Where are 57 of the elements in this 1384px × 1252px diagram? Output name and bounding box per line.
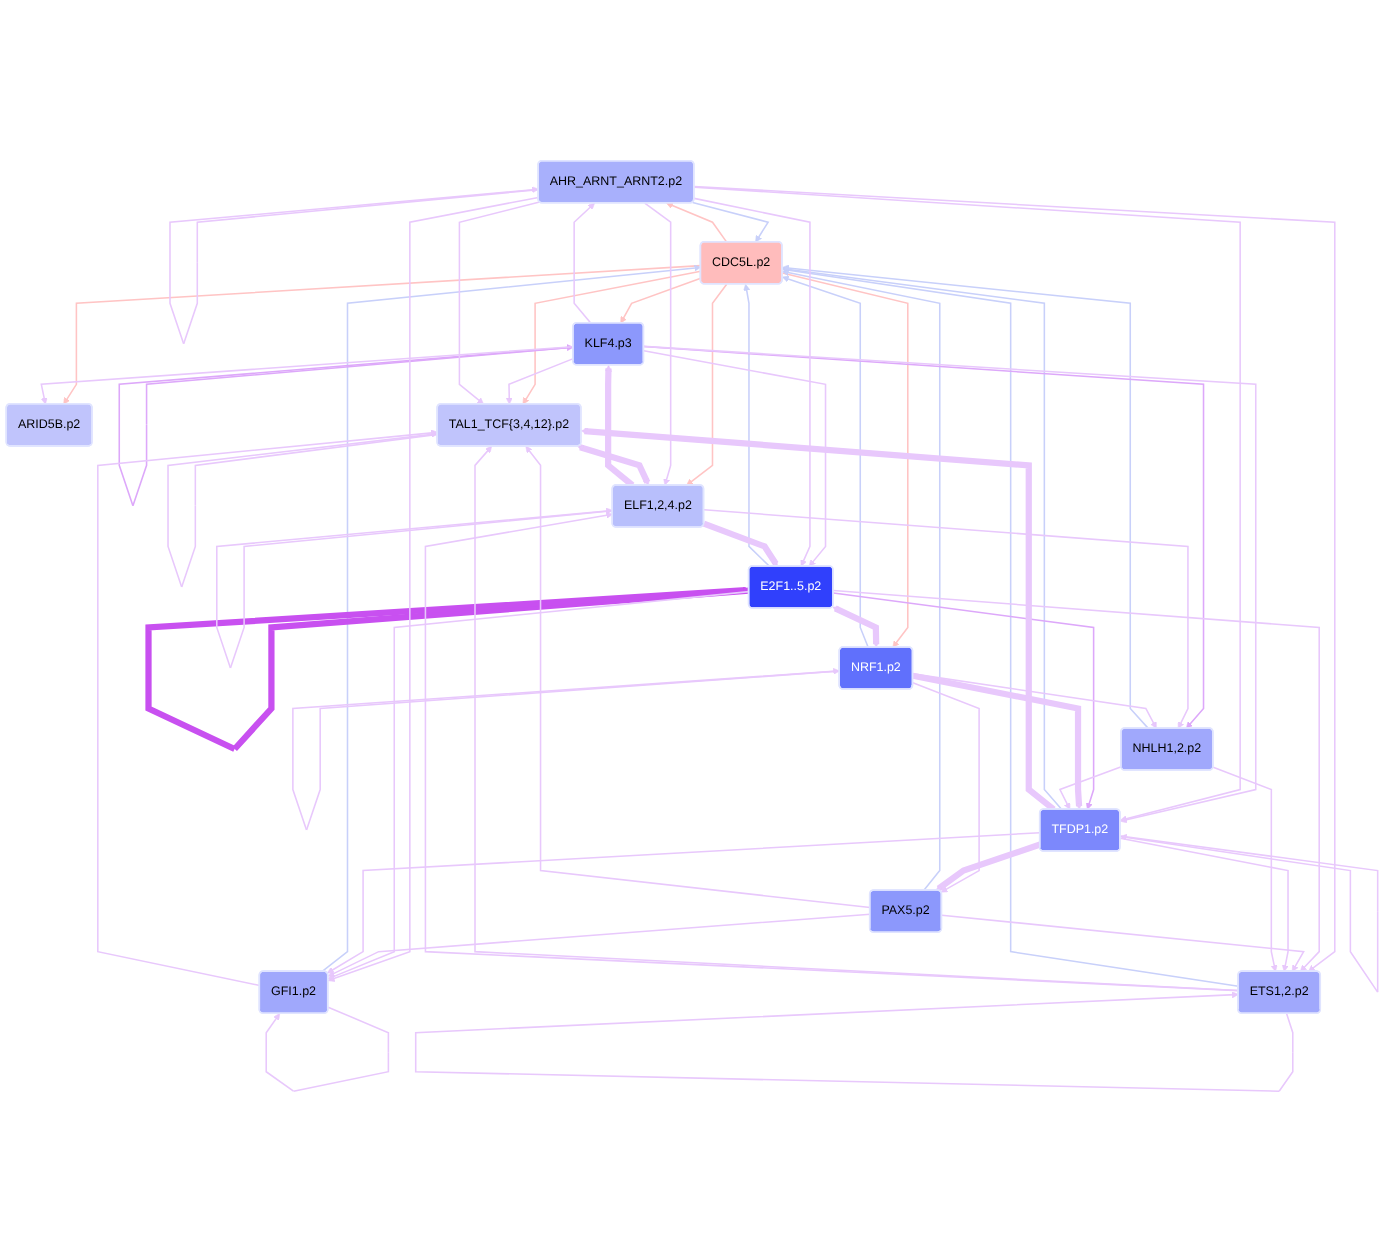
arrow (832, 592, 1095, 810)
arrow (643, 202, 672, 486)
arrow (525, 445, 871, 909)
arrow (414, 991, 1294, 1093)
arrow (1119, 834, 1379, 993)
arrow (693, 197, 811, 567)
arrow (327, 590, 750, 980)
arrow (63, 264, 702, 405)
arrow (216, 507, 614, 669)
arrow (265, 1006, 390, 1092)
arrow (832, 605, 880, 648)
arrow (912, 681, 980, 893)
arrow (321, 264, 702, 973)
arrow (505, 357, 575, 405)
arrow (781, 272, 909, 648)
arrow (643, 345, 1257, 824)
arrow (691, 201, 770, 243)
arrow (693, 186, 1241, 823)
arrow (693, 185, 1336, 972)
arrow (1058, 766, 1123, 810)
arrow (40, 345, 575, 405)
arrow (782, 266, 1063, 811)
arrow (327, 913, 871, 977)
arrow (666, 202, 728, 243)
arrow (573, 202, 595, 324)
arrow (292, 667, 841, 831)
arrow (782, 266, 1240, 988)
arrow (643, 345, 1205, 729)
arrow (686, 283, 728, 486)
arrow (782, 269, 941, 892)
arrow (643, 350, 827, 567)
arrow (577, 444, 651, 486)
arrow (424, 511, 1240, 992)
arrow (782, 264, 1150, 730)
arrow (145, 586, 750, 752)
arrow (118, 344, 575, 507)
arrow (935, 841, 1042, 892)
arrow (580, 427, 1056, 812)
arrow (832, 589, 1320, 972)
arrow (1212, 766, 1278, 972)
arrow (782, 275, 869, 649)
arrow (743, 283, 771, 568)
arrow (941, 914, 1305, 972)
arrow (169, 186, 540, 345)
arrow (474, 445, 1240, 992)
arrow (605, 364, 635, 488)
arrow (1119, 837, 1289, 972)
arrow (702, 520, 779, 567)
arrow (458, 201, 541, 405)
arrow (522, 270, 702, 405)
arrow (703, 509, 1189, 729)
arrow (327, 831, 1041, 974)
arrow (327, 196, 540, 982)
arrow (912, 672, 1083, 810)
arrow (620, 277, 702, 324)
arrow (97, 429, 438, 987)
arrow (167, 431, 439, 588)
